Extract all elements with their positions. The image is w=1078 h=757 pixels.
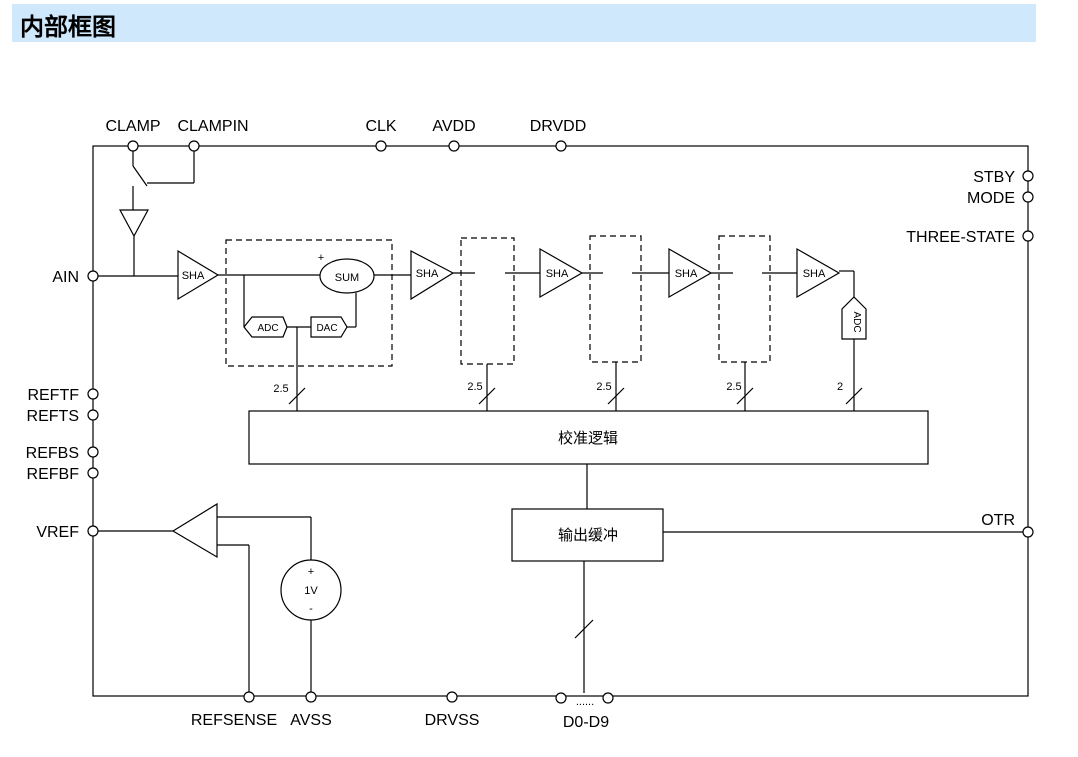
data-bus-mark xyxy=(574,619,594,639)
source-value: 1V xyxy=(304,585,318,597)
bus-width-5: 2 xyxy=(837,381,843,393)
pin-label-otr: OTR xyxy=(981,512,1015,529)
stage-3-box xyxy=(589,235,642,363)
pin-label-clampin: CLAMPIN xyxy=(177,118,248,135)
sha-label-4: SHA xyxy=(675,268,698,280)
pin-refsense: REFSENSE xyxy=(191,691,277,729)
pin-mode: MODE xyxy=(967,190,1034,207)
pin-label-reftf: REFTF xyxy=(27,387,79,404)
stage-4-box xyxy=(718,235,771,363)
pin-label-drvss: DRVSS xyxy=(425,712,480,729)
sha-stage-4: SHA xyxy=(668,247,713,299)
sha-label-2: SHA xyxy=(416,268,439,280)
pin-refbs: REFBS xyxy=(26,445,99,462)
clamp-circuit xyxy=(118,151,195,276)
source-minus-sign: - xyxy=(309,603,313,615)
reference-circuit: + 1V - xyxy=(98,502,342,692)
pin-clk: CLK xyxy=(365,118,397,152)
pin-ain: AIN xyxy=(52,269,99,286)
pin-refbf: REFBF xyxy=(27,466,99,483)
bus-width-2: 2.5 xyxy=(467,381,482,393)
pin-label-drvdd: DRVDD xyxy=(530,118,587,135)
pin-three-state: THREE-STATE xyxy=(906,229,1034,246)
output-buffer-block xyxy=(511,508,664,562)
pin-stby: STBY xyxy=(973,169,1034,186)
pin-label-refbf: REFBF xyxy=(27,466,80,483)
source-plus-sign: + xyxy=(308,566,314,578)
pin-label-vref: VREF xyxy=(36,524,79,541)
sum-label: SUM xyxy=(335,272,359,284)
pin-avdd: AVDD xyxy=(432,118,476,152)
sum-plus-sign: + xyxy=(318,252,324,264)
pin-label-d0-d9: D0-D9 xyxy=(563,714,609,731)
pin-d0-d9: ...... D0-D9 xyxy=(555,692,614,731)
bus-mark-5: 2 xyxy=(837,381,863,405)
pin-label-avdd: AVDD xyxy=(432,118,475,135)
bus-mark-4: 2.5 xyxy=(726,381,754,405)
dac-label-1: DAC xyxy=(316,323,337,334)
pin-refts: REFTS xyxy=(27,408,99,425)
dac-block-1 xyxy=(310,316,348,338)
page-title: 内部框图 xyxy=(20,13,116,41)
reference-buffer xyxy=(171,502,218,559)
clamp-switch xyxy=(132,165,148,187)
bus-mark-3: 2.5 xyxy=(596,381,625,405)
pin-label-ain: AIN xyxy=(52,269,79,286)
pin-label-refsense: REFSENSE xyxy=(191,712,277,729)
pin-label-refbs: REFBS xyxy=(26,445,79,462)
pin-label-clamp: CLAMP xyxy=(105,118,160,135)
pin-otr: OTR xyxy=(981,512,1034,538)
sha-stage-2: SHA xyxy=(410,250,455,301)
pin-drvdd: DRVDD xyxy=(530,118,587,152)
calibration-logic-label: 校准逻辑 xyxy=(558,429,618,447)
sha-stage-1: SHA xyxy=(177,249,220,301)
adc-label-final: ADC xyxy=(851,311,862,332)
header-bar: 内部框图 xyxy=(12,4,1036,42)
pin-label-mode: MODE xyxy=(967,190,1015,207)
pin-label-three-state: THREE-STATE xyxy=(906,229,1015,246)
bus-width-1: 2.5 xyxy=(273,383,288,395)
pin-dots: ...... xyxy=(576,696,594,708)
pin-label-clk: CLK xyxy=(365,118,396,135)
sha-stage-3: SHA xyxy=(539,247,584,299)
pin-avss: AVSS xyxy=(290,691,332,729)
pin-label-stby: STBY xyxy=(973,169,1015,186)
pin-vref: VREF xyxy=(36,524,99,541)
bus-width-3: 2.5 xyxy=(596,381,611,393)
clamp-buffer xyxy=(118,209,150,238)
calibration-logic-block xyxy=(248,410,929,465)
pin-reftf: REFTF xyxy=(27,387,99,404)
sha-label-1: SHA xyxy=(182,270,205,282)
pin-label-avss: AVSS xyxy=(290,712,332,729)
stage-2-box xyxy=(460,237,515,365)
pin-label-refts: REFTS xyxy=(27,408,79,425)
bus-width-4: 2.5 xyxy=(726,381,741,393)
bus-mark-2: 2.5 xyxy=(467,381,496,405)
bus-mark-1: 2.5 xyxy=(273,383,306,405)
pin-drvss: DRVSS xyxy=(425,691,480,729)
stage-1-box xyxy=(225,239,393,367)
output-buffer-label: 输出缓冲 xyxy=(558,526,618,544)
pin-clampin: CLAMPIN xyxy=(177,118,249,152)
sha-label-3: SHA xyxy=(546,268,569,280)
sum-node xyxy=(319,258,375,294)
sha-stage-5: SHA xyxy=(796,247,841,299)
sha-label-5: SHA xyxy=(803,268,826,280)
adc-label-1: ADC xyxy=(257,323,278,334)
